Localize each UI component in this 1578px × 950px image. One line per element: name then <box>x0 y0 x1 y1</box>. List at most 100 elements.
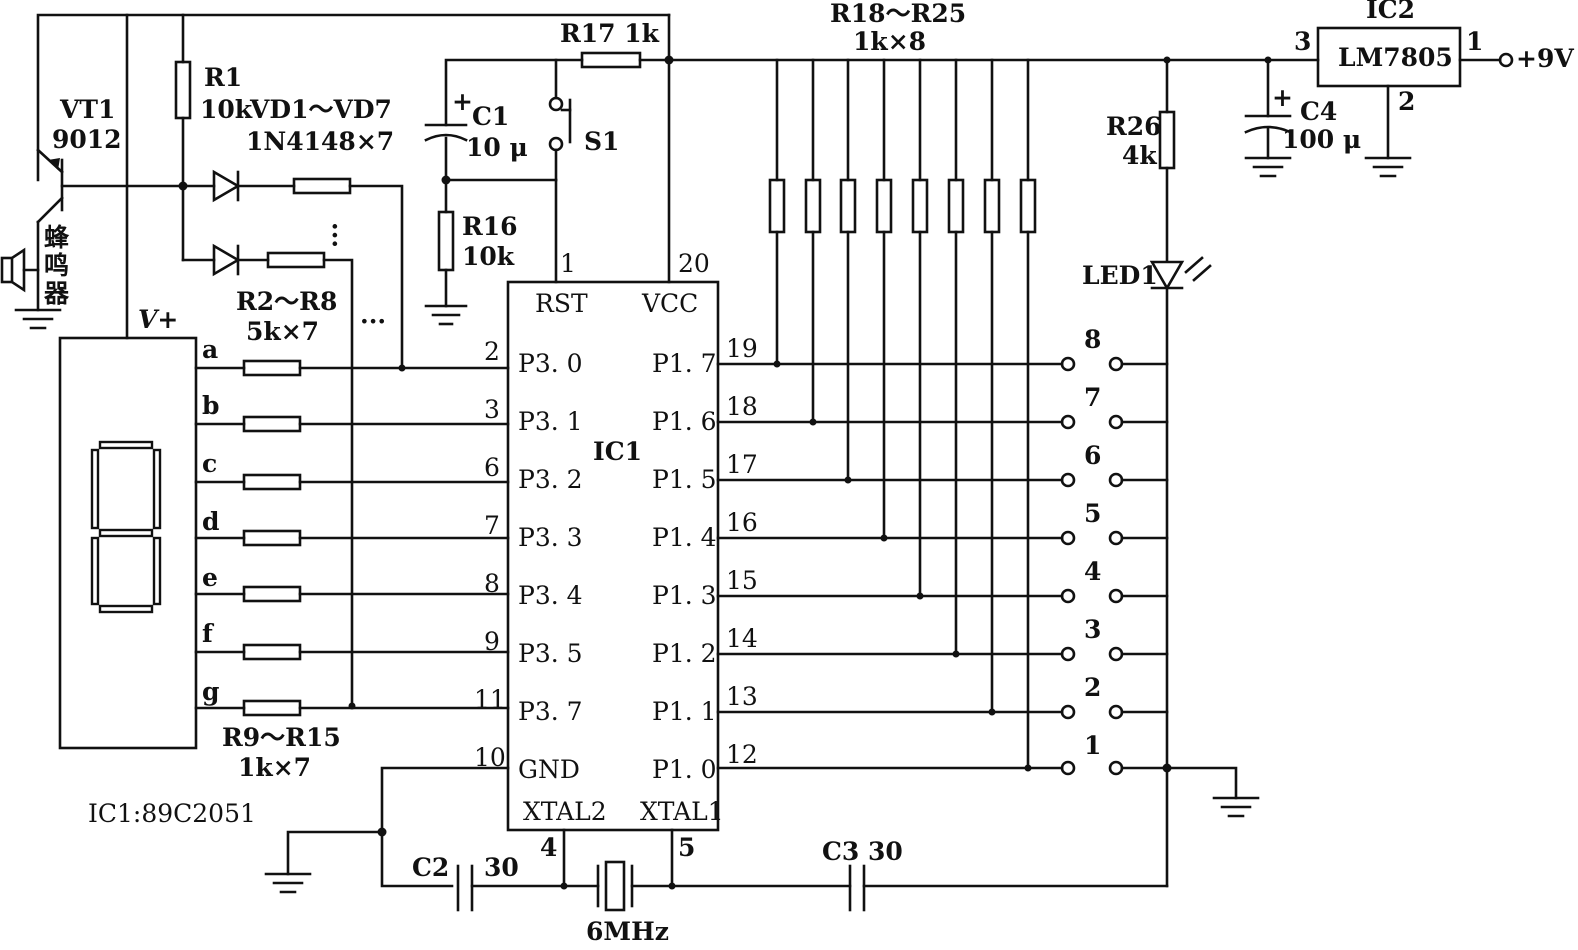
r1-name: R1 <box>204 63 242 92</box>
c4-value: 100 μ <box>1282 125 1361 154</box>
key-4-label: 4 <box>1084 557 1101 586</box>
c1-name: C1 <box>472 102 509 131</box>
buzzer-char-3: 器 <box>43 279 70 308</box>
r25-resistor <box>1019 178 1037 234</box>
r1-resistor <box>174 60 192 120</box>
key-switches: 8 7 6 5 4 3 2 1 <box>716 325 1169 776</box>
s1-contact-top <box>548 96 564 112</box>
pin-num-14: 14 <box>726 624 758 653</box>
s1-label: S1 <box>584 127 619 156</box>
r12-resistor <box>242 529 302 547</box>
ic1-body <box>506 280 720 832</box>
pin-name-p14: P1. 4 <box>652 523 717 552</box>
c1-plus: + <box>452 87 473 116</box>
r9-resistor <box>242 359 302 377</box>
r19-resistor <box>804 178 822 234</box>
pin-name-p35: P3. 5 <box>518 639 583 668</box>
pin-name-p34: P3. 4 <box>518 581 583 610</box>
seg-g-label: g <box>202 677 219 706</box>
r20-resistor <box>839 178 857 234</box>
seg-f-label: f <box>202 619 215 648</box>
seg-d-label: d <box>202 507 219 536</box>
pin-num-13: 13 <box>726 682 758 711</box>
buzzer-cone <box>10 247 26 293</box>
gnd-wire <box>380 766 510 888</box>
c4-plus: + <box>1272 83 1293 112</box>
pin-num-11: 11 <box>474 685 506 714</box>
pin-name-p33: P3. 3 <box>518 523 583 552</box>
r1-value: 10k <box>200 95 253 124</box>
ic1-label: IC1 <box>593 437 642 466</box>
seven-segment-display <box>58 336 198 750</box>
key-2-label: 2 <box>1084 673 1101 702</box>
ic1-vcc-label: VCC <box>641 289 698 318</box>
r24-resistor <box>983 178 1001 234</box>
r23-resistor <box>947 178 965 234</box>
led1-ray-2 <box>1192 264 1212 282</box>
r18-r25-name: R18～R25 <box>830 0 966 28</box>
r16-value: 10k <box>462 242 515 271</box>
pin-num-8: 8 <box>484 569 500 598</box>
r26-value: 4k <box>1122 141 1157 170</box>
key-1-contact-right <box>1108 760 1124 776</box>
buzzer-char-1: 蜂 <box>44 223 70 252</box>
key-5-contact-right <box>1108 530 1124 546</box>
gnd-ground-wire <box>286 830 384 876</box>
ic1-gnd-label: GND <box>518 755 580 784</box>
ic2-pin-out: 1 <box>1466 27 1483 56</box>
pin-vcc-number: 20 <box>678 249 710 278</box>
ic1-right-pins: P1. 7 P1. 6 P1. 5 P1. 4 P1. 3 P1. 2 P1. … <box>652 334 758 784</box>
ic1-rst-label: RST <box>535 289 588 318</box>
key-2-contact-right <box>1108 704 1124 720</box>
r15-resistor <box>242 699 302 717</box>
key-2-contact-left <box>1060 704 1076 720</box>
pin-name-p37: P3. 7 <box>518 697 583 726</box>
junction-rst-left <box>441 175 451 185</box>
ic2-pin-gnd: 2 <box>1398 87 1415 116</box>
buzzer-body <box>0 256 14 284</box>
r17-label: R17 1k <box>560 19 660 48</box>
r14-resistor <box>242 643 302 661</box>
c2-value: 30 <box>484 853 519 882</box>
key-6-contact-right <box>1108 472 1124 488</box>
pin-num-2: 2 <box>484 337 500 366</box>
c1-value: 10 μ <box>466 133 528 162</box>
key-3-contact-left <box>1060 646 1076 662</box>
ic2-part: LM7805 <box>1338 43 1453 72</box>
r10-resistor <box>242 415 302 433</box>
c1-top-wire <box>444 58 558 127</box>
pin-num-7: 7 <box>484 511 500 540</box>
c4-name: C4 <box>1300 97 1337 126</box>
key-8-contact-left <box>1060 356 1076 372</box>
led1-ray-1 <box>1184 256 1204 274</box>
segment-labels: a b c d e f g <box>202 335 219 706</box>
seg-a-label: a <box>202 335 218 364</box>
seg-b-label: b <box>202 391 219 420</box>
r16-resistor <box>437 210 455 272</box>
key-7-contact-left <box>1060 414 1076 430</box>
ic2-pin-in: 3 <box>1294 27 1311 56</box>
key-7-label: 7 <box>1084 383 1101 412</box>
crystal-label: 6MHz <box>586 917 669 946</box>
r2-r8-value: 5k×7 <box>246 317 319 346</box>
diode-vd1 <box>212 169 241 203</box>
key-1-contact-left <box>1060 760 1076 776</box>
r9-r15-name: R9～R15 <box>222 723 341 752</box>
pin-num-15: 15 <box>726 566 758 595</box>
pin-name-p15: P1. 5 <box>652 465 717 494</box>
ic1-xtal1-label: XTAL1 <box>640 797 724 826</box>
led1-triangle <box>1149 260 1185 291</box>
r16-name: R16 <box>462 212 518 241</box>
pin-name-p12: P1. 2 <box>652 639 717 668</box>
key-8-contact-right <box>1108 356 1124 372</box>
r18-r25-value: 1k×8 <box>853 27 926 56</box>
vt1-collector <box>36 196 64 224</box>
display-vplus: V+ <box>138 305 178 334</box>
pin-name-p11: P1. 1 <box>652 697 717 726</box>
pin-name-p10: P1. 0 <box>652 755 717 784</box>
pin-name-p30: P3. 0 <box>518 349 583 378</box>
pin-num-17: 17 <box>726 450 758 479</box>
key-7-contact-right <box>1108 414 1124 430</box>
seg-c-label: c <box>202 449 217 478</box>
